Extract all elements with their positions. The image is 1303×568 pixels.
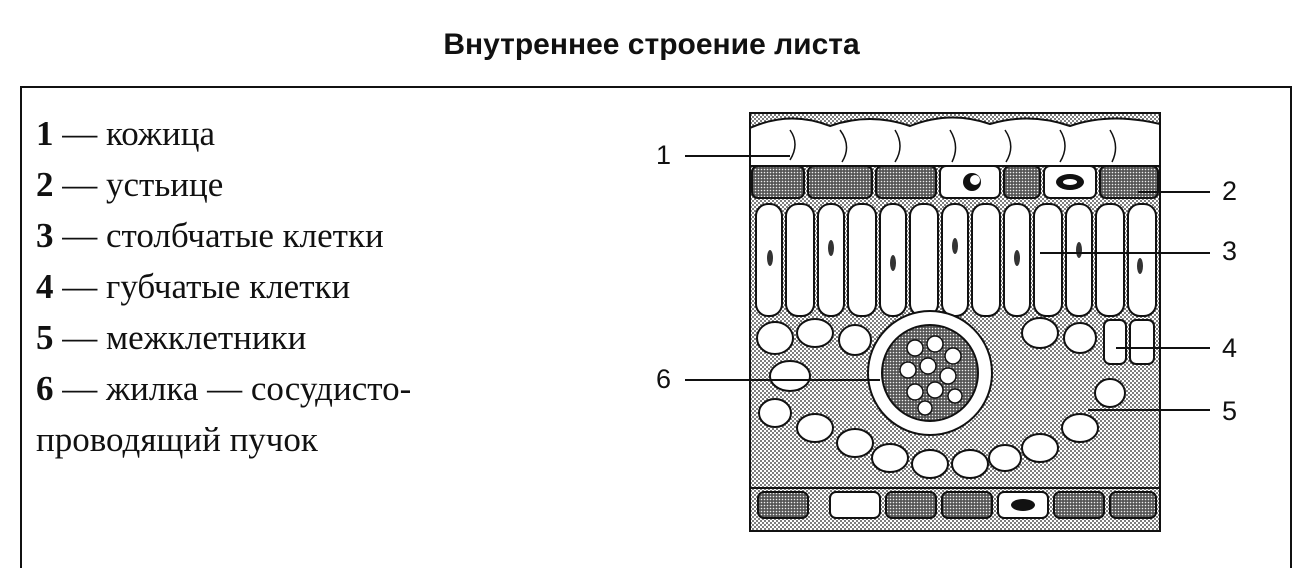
legend-text-continuation: проводящий пучок (36, 420, 318, 459)
legend-item: 1 — кожица (36, 108, 596, 159)
legend-text: столбчатые клетки (106, 216, 384, 255)
legend-text: кожица (106, 114, 216, 153)
legend-dash: — (53, 369, 106, 408)
legend-text: губчатые клетки (106, 267, 351, 306)
figure-label-1: 1 (656, 140, 672, 170)
legend-number: 3 (36, 216, 54, 255)
legend-number: 1 (36, 114, 54, 153)
legend-item: 2 — устьице (36, 159, 596, 210)
legend-text: жилка — сосудисто- (106, 369, 412, 408)
legend-list: 1 — кожица 2 — устьице 3 — столбчатые кл… (36, 108, 596, 465)
legend-number: 2 (36, 165, 54, 204)
legend-item: 3 — столбчатые клетки (36, 210, 596, 261)
palisade-cell-layer (755, 203, 1157, 317)
upper-epidermis-cell-row (751, 165, 1159, 199)
spongy-cell-layer (756, 317, 1155, 479)
figure-label-3: 3 (1222, 236, 1238, 266)
leaf-cross-section-illustration (685, 112, 1210, 532)
legend-item: 5 — межклетники (36, 312, 596, 363)
upper-epidermis (749, 116, 1161, 167)
legend-number: 4 (36, 267, 54, 306)
figure-label-5: 5 (1222, 396, 1238, 426)
legend-dash: — (53, 318, 106, 357)
label-leader-lines (685, 155, 1210, 411)
legend-text: устьице (106, 165, 224, 204)
figure-label-4: 4 (1222, 333, 1238, 363)
figure-label-2: 2 (1222, 176, 1238, 206)
leaf-tissue-block (749, 112, 1161, 532)
vascular-bundle-vein (867, 310, 993, 436)
legend-number: 5 (36, 318, 54, 357)
diagram-title: Внутреннее строение листа (443, 28, 860, 61)
figure-label-6: 6 (656, 364, 672, 394)
legend-dash: — (53, 165, 106, 204)
legend-item: 4 — губчатые клетки (36, 261, 596, 312)
legend-dash: — (53, 216, 106, 255)
diagram-frame (20, 86, 1292, 568)
chloroplast-marks (767, 238, 1143, 274)
legend-number: 6 (36, 369, 54, 408)
legend-dash: — (53, 267, 106, 306)
lower-epidermis (749, 487, 1161, 532)
legend-text: межклетники (106, 318, 307, 357)
legend-item: 6 — жилка — сосудисто-проводящий пучок (36, 363, 596, 465)
legend-dash: — (53, 114, 106, 153)
